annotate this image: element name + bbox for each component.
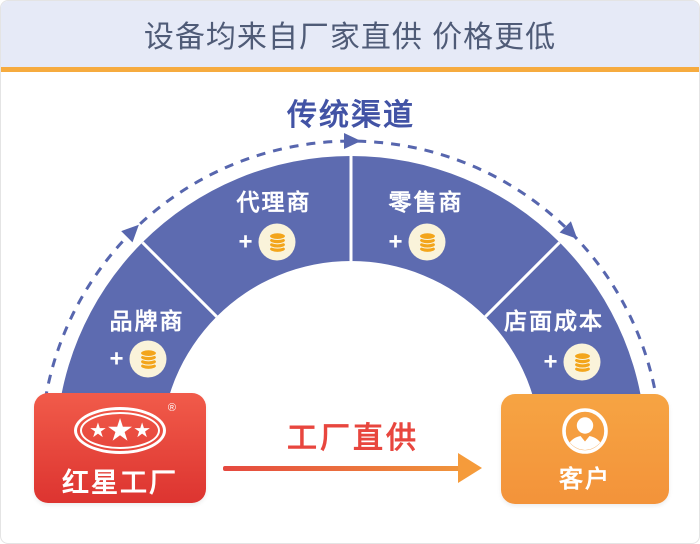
factory-card: ★ ★ ★ ® 红星工厂 <box>34 393 206 503</box>
segment-label-retailer: 零售商 <box>388 189 464 215</box>
direct-supply-arrow-line <box>223 466 460 471</box>
logo-inner-ring <box>80 412 160 449</box>
arc-ring <box>56 156 646 451</box>
dashed-flow-path <box>39 139 663 452</box>
traditional-channel-arc <box>39 133 663 452</box>
coin-stack-icon <box>563 343 601 381</box>
segment-label-storecost: 店面成本 <box>504 308 604 334</box>
customer-card: 客户 <box>501 394 669 504</box>
page-title: 设备均来自厂家直供 价格更低 <box>143 21 557 54</box>
logo-outer-ring <box>74 407 166 454</box>
plus-sign: + <box>109 345 124 372</box>
star-icon: ★ <box>88 420 107 443</box>
markup-cost-brand: + <box>109 340 167 378</box>
flow-arrow-icon <box>121 224 139 243</box>
segment-label-agent: 代理商 <box>236 189 312 215</box>
coin-stack-icon <box>258 223 296 261</box>
registered-trademark: ® <box>167 402 176 414</box>
plus-sign: + <box>388 228 403 255</box>
coin-stack-icon <box>408 223 446 261</box>
direct-supply-label: 工厂直供 <box>287 422 419 455</box>
markup-cost-retailer: + <box>388 223 446 261</box>
header-banner: 设备均来自厂家直供 价格更低 <box>1 1 699 72</box>
markup-cost-agent: + <box>238 223 296 261</box>
person-icon <box>562 408 608 454</box>
segment-divider-left <box>141 241 218 318</box>
factory-logo: ★ ★ ★ ® <box>74 403 176 454</box>
flow-arrow-icon <box>344 133 361 149</box>
plus-sign: + <box>238 228 253 255</box>
diagram-canvas: 传统渠道 品牌商 代理商 零售商 店面成本 + + <box>1 72 699 540</box>
star-icon: ★ <box>133 420 152 443</box>
direct-supply-arrow-head <box>458 453 482 483</box>
customer-name: 客户 <box>559 466 611 493</box>
markup-cost-storecost: + <box>543 343 601 381</box>
segment-label-brand: 品牌商 <box>109 308 185 334</box>
star-icon: ★ <box>106 412 134 448</box>
factory-name: 红星工厂 <box>62 468 178 498</box>
flow-arrow-icon <box>559 221 578 239</box>
coin-stack-icon <box>129 340 167 378</box>
traditional-channel-title: 传统渠道 <box>287 99 415 132</box>
plus-sign: + <box>543 348 558 375</box>
segment-divider-right <box>484 241 561 318</box>
